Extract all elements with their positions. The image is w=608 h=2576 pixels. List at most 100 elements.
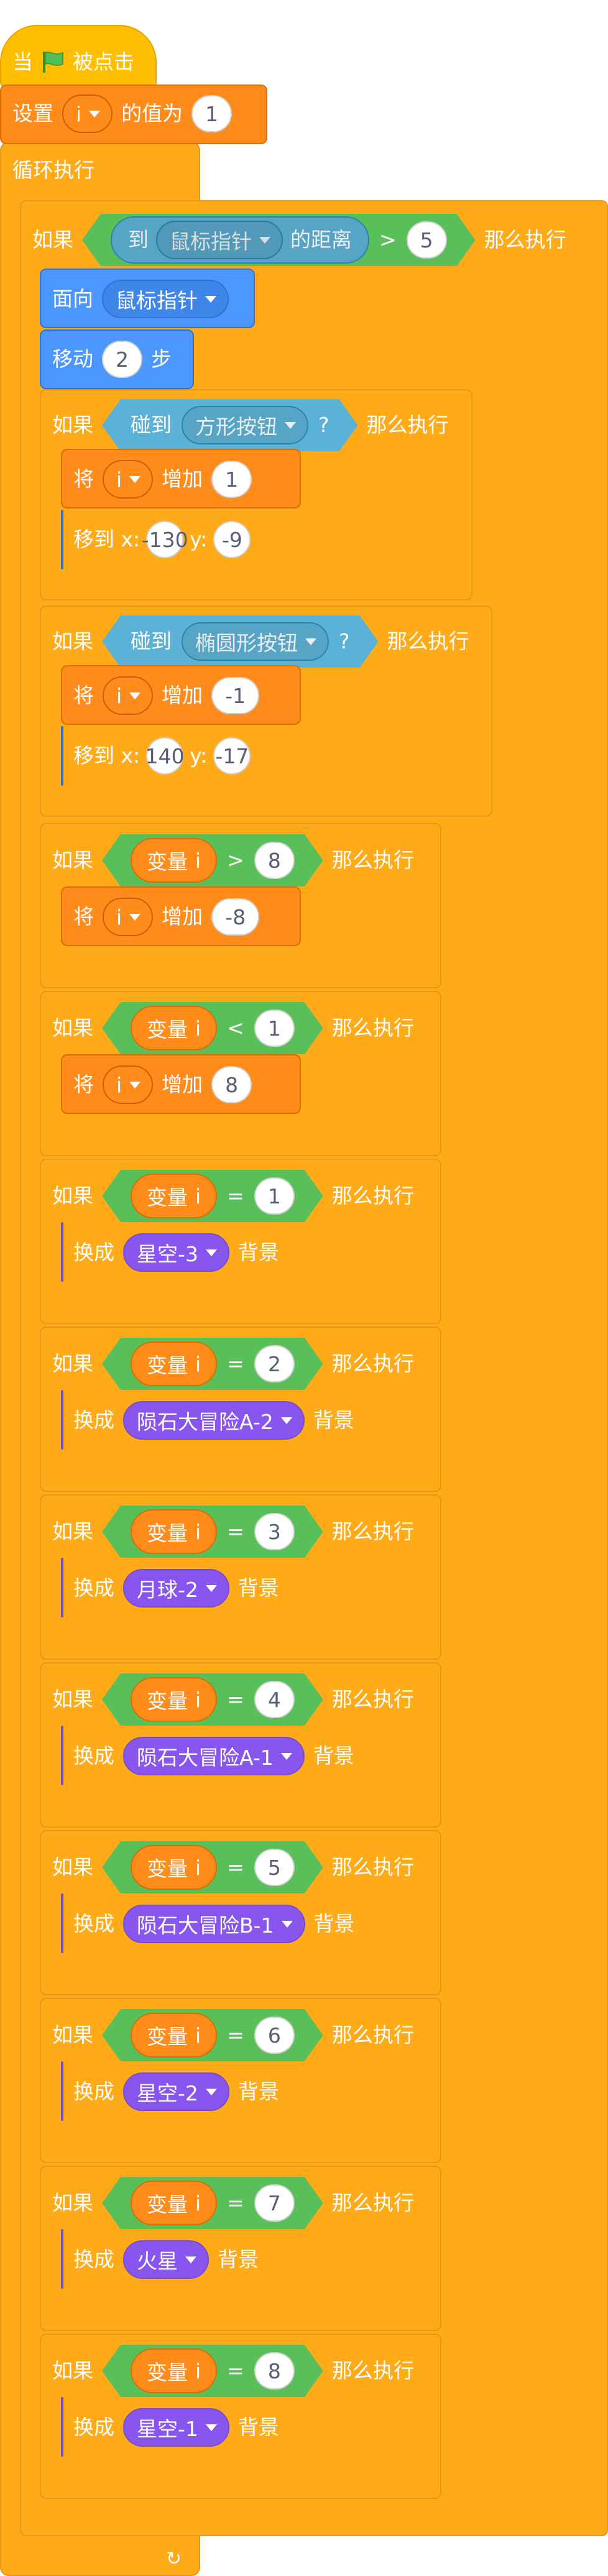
variable-reporter[interactable]: 变量 i bbox=[131, 2181, 217, 2225]
switch-backdrop-block[interactable]: 换成 火星 背景 bbox=[61, 2229, 259, 2289]
compare-value-input[interactable]: 3 bbox=[254, 1513, 295, 1550]
switch-backdrop-block[interactable]: 换成 月球-2 背景 bbox=[61, 1558, 279, 1617]
switch-backdrop-block[interactable]: 换成 星空-2 背景 bbox=[61, 2061, 279, 2121]
equals-operator[interactable]: 变量 i = 2 bbox=[102, 1338, 323, 1390]
distance-to-reporter[interactable]: 到 鼠标指针 的距离 bbox=[111, 216, 369, 264]
switch-label: 换成 bbox=[73, 1911, 114, 1936]
backdrop-dropdown[interactable]: 陨石大冒险A-2 bbox=[123, 1401, 305, 1440]
change-variable-dropdown[interactable]: i bbox=[103, 676, 154, 715]
if-compare-block[interactable]: 如果 变量 i < 1 那么执行 将 i 增加 8 bbox=[40, 991, 441, 1156]
if-backdrop-block[interactable]: 如果 变量 i = 8 那么执行 换成 星空-1 背景 bbox=[40, 2334, 441, 2499]
change-variable-block[interactable]: 将 i 增加 -8 bbox=[61, 886, 301, 946]
if-compare-block[interactable]: 如果 变量 i > 8 那么执行 将 i 增加 -8 bbox=[40, 823, 441, 988]
backdrop-label: 背景 bbox=[237, 2079, 279, 2104]
variable-prefix: 变量 bbox=[147, 2360, 188, 2385]
move-steps-input[interactable]: 2 bbox=[102, 341, 142, 378]
change-variable-block[interactable]: 将 i 增加 8 bbox=[61, 1054, 301, 1114]
equals-operator[interactable]: 变量 i = 7 bbox=[102, 2177, 323, 2229]
if-backdrop-block[interactable]: 如果 变量 i = 2 那么执行 换成 陨石大冒险A-2 背景 bbox=[40, 1327, 441, 1492]
goto-x-input[interactable]: 140 bbox=[145, 737, 185, 775]
backdrop-dropdown[interactable]: 陨石大冒险A-1 bbox=[123, 1737, 305, 1775]
touching-predicate[interactable]: 碰到 方形按钮 ? bbox=[102, 399, 358, 451]
if-touching-block[interactable]: 如果 碰到 椭圆形按钮 ? 那么执行 将 i 增加 -1 bbox=[40, 605, 492, 817]
switch-backdrop-block[interactable]: 换成 陨石大冒险A-1 背景 bbox=[61, 1726, 354, 1785]
compare-value-input[interactable]: 8 bbox=[254, 842, 295, 879]
compare-value-input[interactable]: 5 bbox=[254, 1849, 295, 1886]
change-by-input[interactable]: -1 bbox=[211, 677, 260, 714]
set-variable-dropdown[interactable]: i bbox=[62, 94, 113, 133]
greater-than-operator[interactable]: 到 鼠标指针 的距离 > 5 bbox=[82, 214, 476, 266]
variable-reporter[interactable]: 变量 i bbox=[131, 1845, 217, 1890]
variable-reporter[interactable]: 变量 i bbox=[131, 1677, 217, 1722]
change-variable-block[interactable]: 将 i 增加 1 bbox=[61, 449, 301, 508]
compare-value-input[interactable]: 6 bbox=[254, 2017, 295, 2054]
if-backdrop-block[interactable]: 如果 变量 i = 3 那么执行 换成 月球-2 背景 bbox=[40, 1494, 441, 1660]
switch-backdrop-block[interactable]: 换成 星空-1 背景 bbox=[61, 2397, 279, 2457]
compare-value-input[interactable]: 1 bbox=[254, 1177, 295, 1215]
move-steps-block[interactable]: 移动 2 步 bbox=[40, 329, 194, 389]
equals-operator[interactable]: 变量 i = 3 bbox=[102, 1506, 323, 1558]
if-backdrop-block[interactable]: 如果 变量 i = 1 那么执行 换成 星空-3 背景 bbox=[40, 1159, 441, 1324]
compare-operator[interactable]: 变量 i > 8 bbox=[102, 834, 323, 886]
equals-operator[interactable]: 变量 i = 1 bbox=[102, 1170, 323, 1222]
dropdown-arrow-icon bbox=[185, 2256, 196, 2263]
compare-value-input[interactable]: 8 bbox=[254, 2352, 295, 2390]
change-by-input[interactable]: 8 bbox=[211, 1066, 252, 1103]
point-towards-dropdown[interactable]: 鼠标指针 bbox=[102, 280, 229, 318]
change-by-input[interactable]: -8 bbox=[211, 898, 260, 936]
if-backdrop-block[interactable]: 如果 变量 i = 4 那么执行 换成 陨石大冒险A-1 背景 bbox=[40, 1662, 441, 1828]
backdrop-dropdown[interactable]: 星空-1 bbox=[123, 2408, 229, 2447]
compare-value-input[interactable]: 4 bbox=[254, 1681, 295, 1718]
when-flag-clicked-block[interactable]: 当 被点击 bbox=[0, 25, 157, 88]
goto-y-label: y: bbox=[190, 743, 208, 768]
switch-backdrop-block[interactable]: 换成 陨石大冒险A-2 背景 bbox=[61, 1390, 354, 1450]
variable-reporter[interactable]: 变量 i bbox=[131, 2348, 217, 2393]
variable-reporter[interactable]: 变量 i bbox=[131, 1509, 217, 1554]
point-towards-block[interactable]: 面向 鼠标指针 bbox=[40, 269, 255, 328]
goto-x-input[interactable]: -130 bbox=[142, 521, 188, 558]
if-backdrop-block[interactable]: 如果 变量 i = 7 那么执行 换成 火星 背景 bbox=[40, 2166, 441, 2331]
change-by-input[interactable]: 1 bbox=[211, 461, 252, 498]
variable-reporter[interactable]: 变量 i bbox=[131, 1006, 217, 1051]
change-variable-block[interactable]: 将 i 增加 -1 bbox=[61, 665, 301, 725]
backdrop-dropdown[interactable]: 月球-2 bbox=[123, 1569, 229, 1608]
goto-y-input[interactable]: -9 bbox=[213, 521, 251, 558]
touching-target-dropdown[interactable]: 椭圆形按钮 bbox=[182, 622, 329, 661]
variable-reporter[interactable]: 变量 i bbox=[131, 2013, 217, 2058]
operator-symbol: > bbox=[227, 848, 244, 872]
change-variable-dropdown[interactable]: i bbox=[103, 898, 154, 936]
change-variable-dropdown[interactable]: i bbox=[103, 460, 154, 499]
if-touching-block[interactable]: 如果 碰到 方形按钮 ? 那么执行 将 i 增加 1 bbox=[40, 389, 472, 600]
backdrop-dropdown[interactable]: 陨石大冒险B-1 bbox=[123, 1905, 305, 1943]
compare-operator[interactable]: 变量 i < 1 bbox=[102, 1002, 323, 1054]
variable-reporter[interactable]: 变量 i bbox=[131, 1341, 217, 1386]
switch-label: 换成 bbox=[73, 2415, 114, 2439]
set-variable-block[interactable]: 设置 i 的值为 1 bbox=[0, 85, 267, 144]
goto-xy-block[interactable]: 移到 x: 140 y: -17 bbox=[61, 726, 251, 786]
switch-backdrop-block[interactable]: 换成 陨石大冒险B-1 背景 bbox=[61, 1893, 355, 1953]
equals-operator[interactable]: 变量 i = 6 bbox=[102, 2009, 323, 2061]
equals-operator[interactable]: 变量 i = 4 bbox=[102, 1673, 323, 1726]
variable-reporter[interactable]: 变量 i bbox=[131, 1174, 217, 1218]
equals-operator[interactable]: 变量 i = 5 bbox=[102, 1841, 323, 1893]
compare-value-input[interactable]: 1 bbox=[254, 1010, 295, 1047]
compare-value-input[interactable]: 7 bbox=[254, 2184, 295, 2222]
set-value-input[interactable]: 1 bbox=[191, 95, 233, 132]
goto-xy-block[interactable]: 移到 x: -130 y: -9 bbox=[61, 510, 251, 569]
change-variable-dropdown[interactable]: i bbox=[103, 1065, 154, 1104]
switch-backdrop-block[interactable]: 换成 星空-3 背景 bbox=[61, 1222, 279, 1282]
backdrop-dropdown[interactable]: 星空-2 bbox=[123, 2072, 229, 2111]
touching-predicate[interactable]: 碰到 椭圆形按钮 ? bbox=[102, 615, 379, 668]
compare-value-input[interactable]: 5 bbox=[407, 221, 447, 259]
touching-target-dropdown[interactable]: 方形按钮 bbox=[182, 406, 308, 444]
variable-reporter[interactable]: 变量 i bbox=[131, 838, 217, 883]
if-backdrop-block[interactable]: 如果 变量 i = 6 那么执行 换成 星空-2 背景 bbox=[40, 1998, 441, 2163]
equals-operator[interactable]: 变量 i = 8 bbox=[102, 2345, 323, 2397]
backdrop-dropdown[interactable]: 火星 bbox=[123, 2240, 209, 2279]
variable-name: i bbox=[195, 1855, 201, 1880]
backdrop-dropdown[interactable]: 星空-3 bbox=[123, 1233, 229, 1272]
goto-y-input[interactable]: -17 bbox=[213, 737, 251, 775]
compare-value-input[interactable]: 2 bbox=[254, 1345, 295, 1382]
distance-target-dropdown[interactable]: 鼠标指针 bbox=[156, 221, 283, 259]
if-backdrop-block[interactable]: 如果 变量 i = 5 那么执行 换成 陨石大冒险B-1 背景 bbox=[40, 1830, 441, 1995]
